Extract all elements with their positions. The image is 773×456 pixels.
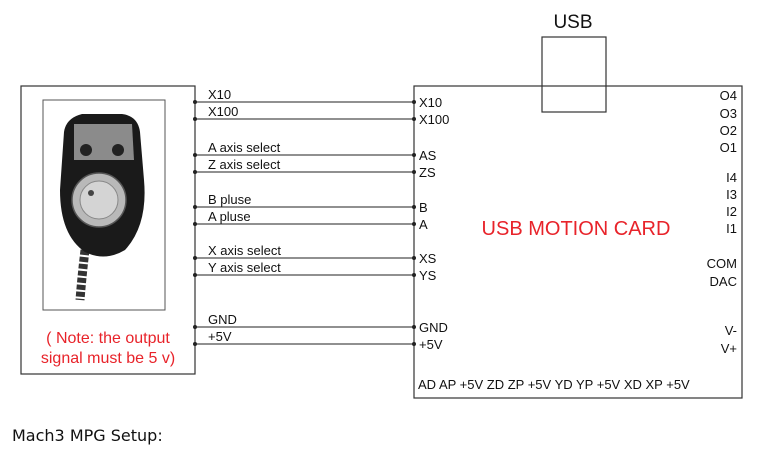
wire-label: +5V [208, 329, 232, 344]
note-line-1: ( Note: the output [46, 330, 170, 347]
wire-dot-left [193, 170, 197, 174]
wire-dot-left [193, 222, 197, 226]
wire-dot-left [193, 153, 197, 157]
card-pin-label: X10 [419, 95, 442, 110]
card-pin-label: AS [419, 148, 437, 163]
output-pin-label: O2 [720, 123, 737, 138]
dac-pin-label: DAC [710, 274, 737, 289]
card-pin-label: ZS [419, 165, 436, 180]
wire-label: Z axis select [208, 157, 281, 172]
wire-label: Y axis select [208, 260, 281, 275]
caption: Mach3 MPG Setup: [12, 426, 163, 445]
wire-dot-left [193, 100, 197, 104]
card-title: USB MOTION CARD [482, 218, 671, 240]
motion-card-box [413, 85, 743, 399]
wire-dot-left [193, 273, 197, 277]
wire-dot-right [412, 342, 416, 346]
wire-label: B pluse [208, 192, 251, 207]
wire-dot-right [412, 153, 416, 157]
wire-dot-right [412, 222, 416, 226]
wire-dot-left [193, 205, 197, 209]
input-pin-label: I2 [726, 204, 737, 219]
output-pin-label: O4 [720, 88, 737, 103]
input-pin-label: I4 [726, 170, 737, 185]
card-pin-label: X100 [419, 112, 449, 127]
card-pin-label: A [419, 217, 428, 232]
wire-dot-right [412, 205, 416, 209]
card-pin-label: B [419, 200, 428, 215]
wire-dot-left [193, 117, 197, 121]
wire-dot-right [412, 325, 416, 329]
wire-label: X100 [208, 104, 238, 119]
input-pin-label: I1 [726, 221, 737, 236]
note-line-2: signal must be 5 v) [41, 350, 175, 367]
wire-dot-right [412, 100, 416, 104]
mpg-pendant-image [42, 99, 166, 311]
wire-dot-left [193, 325, 197, 329]
card-pin-label: +5V [419, 337, 443, 352]
wire-dot-left [193, 342, 197, 346]
bottom-pin-labels: AD AP +5V ZD ZP +5V YD YP +5V XD XP +5V [418, 377, 690, 392]
wire-label: GND [208, 312, 237, 327]
wire-dot-right [412, 170, 416, 174]
usb-connector-box [541, 36, 607, 113]
wire-label: X axis select [208, 243, 281, 258]
card-pin-label: GND [419, 320, 448, 335]
usb-label: USB [553, 12, 592, 33]
wire-label: A pluse [208, 209, 251, 224]
card-pin-label: YS [419, 268, 437, 283]
wire-label: X10 [208, 87, 231, 102]
wire-label: A axis select [208, 140, 281, 155]
wire-dot-right [412, 273, 416, 277]
vplus-pin-label: V+ [721, 341, 737, 356]
output-pin-label: O3 [720, 106, 737, 121]
wire-dot-left [193, 256, 197, 260]
input-pin-label: I3 [726, 187, 737, 202]
wire-dot-right [412, 256, 416, 260]
com-pin-label: COM [707, 256, 737, 271]
wire-dot-right [412, 117, 416, 121]
output-pin-label: O1 [720, 140, 737, 155]
card-pin-label: XS [419, 251, 437, 266]
vminus-pin-label: V- [725, 323, 737, 338]
